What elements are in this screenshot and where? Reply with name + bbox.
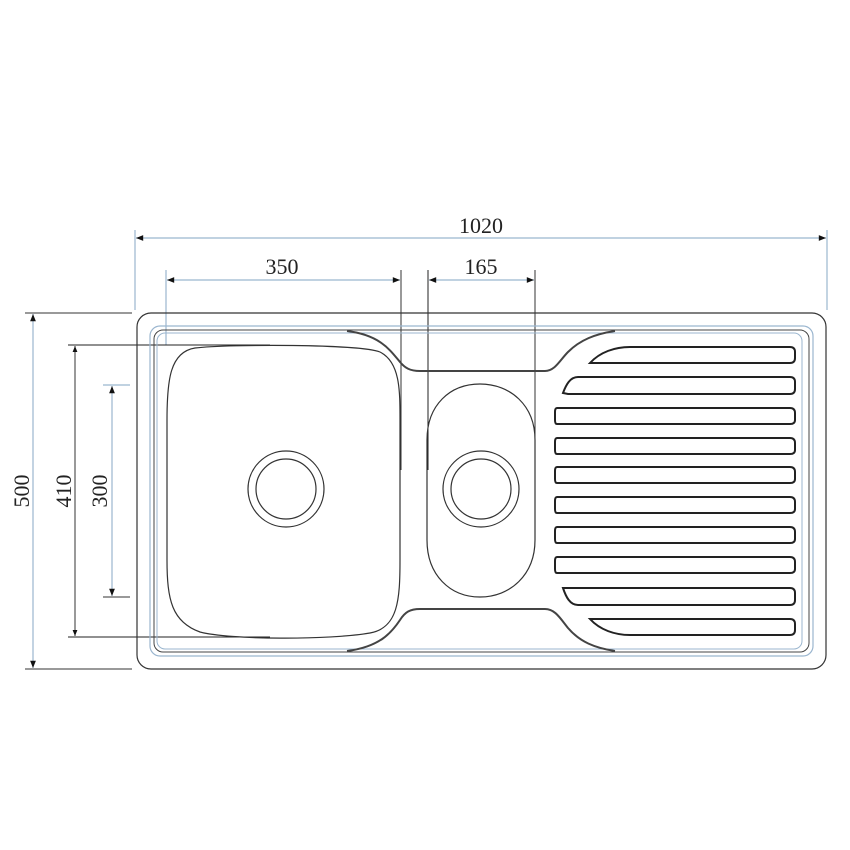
rib-1 <box>587 346 796 364</box>
overall-width-label: 1020 <box>459 213 503 238</box>
rib-4 <box>554 437 796 455</box>
drain-small-outer <box>442 450 520 528</box>
drain-large-inner <box>255 458 317 520</box>
drainboard <box>554 346 796 636</box>
sink-rim <box>136 312 827 670</box>
rib-9 <box>561 587 796 606</box>
overall-depth-label: 500 <box>9 475 34 508</box>
small-bowl <box>426 383 536 598</box>
rib-8 <box>554 556 796 574</box>
rib-2 <box>561 376 796 395</box>
small-bowl-width-label: 165 <box>465 254 498 279</box>
rib-6 <box>554 496 796 514</box>
dimension-small-bowl-width: 165 <box>427 254 536 470</box>
dimension-overall-depth: 500 <box>9 312 132 670</box>
dimension-inner-depth: 300 <box>87 384 130 598</box>
dimension-overall-width: 1020 <box>134 213 828 310</box>
dimension-large-bowl-width: 350 <box>165 254 402 470</box>
rib-3 <box>554 407 796 425</box>
rib-5 <box>554 466 796 484</box>
bowl-divider-bridge <box>346 330 616 652</box>
drain-large-outer <box>247 450 325 528</box>
bowl-depth-label: 410 <box>51 475 76 508</box>
large-bowl-width-label: 350 <box>266 254 299 279</box>
large-bowl <box>166 344 401 639</box>
dimension-bowl-depth: 410 <box>51 344 270 638</box>
rib-10 <box>587 618 796 636</box>
drain-small-inner <box>450 458 512 520</box>
rib-7 <box>554 526 796 544</box>
inner-depth-label: 300 <box>87 475 112 508</box>
